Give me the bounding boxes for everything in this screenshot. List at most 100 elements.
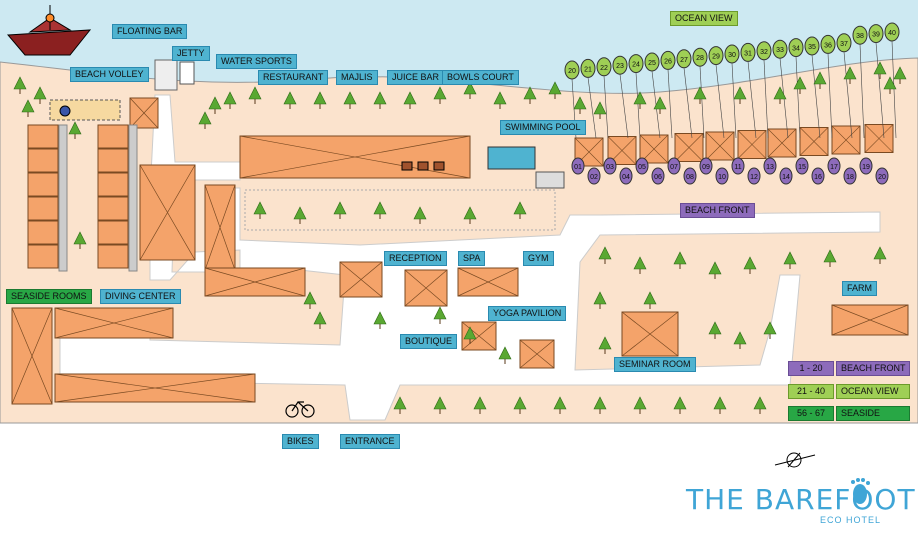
tree-icon [343,91,357,109]
ocean-view-number: 35 [804,36,821,139]
tree-icon [413,206,427,224]
tree-icon [393,396,407,414]
ocean-view-number: 24 [628,54,644,139]
seaside-room [97,172,129,197]
beach-front-number: 11 [731,157,745,175]
tree-icon [793,76,807,94]
gym-label: GYM [523,251,554,266]
beach-front-number: 16 [811,167,825,185]
jetty-label: JETTY [172,46,210,61]
tree-icon [883,76,897,94]
tree-icon [633,396,647,414]
seminar-building [621,311,679,357]
svg-text:17: 17 [830,164,838,171]
spa-building [457,267,519,297]
legend-name-seaside: SEASIDE [836,406,910,421]
tree-icon [523,86,537,104]
diving-center-building [139,164,196,261]
floating-bar-boat [6,5,92,56]
beach-front-number: 13 [763,157,777,175]
tree-icon [593,101,607,119]
ocean-view-number: 36 [820,34,836,139]
seaside-room [27,148,59,173]
tree-icon [773,86,787,104]
tree-icon [513,396,527,414]
beach-front-number: 02 [587,167,601,185]
logo-title: THE BAREFOOT [686,483,916,516]
swimming-pool-label: SWIMMING POOL [500,120,586,135]
svg-text:21: 21 [584,66,592,73]
tree-icon [463,326,477,344]
ocean-view-number: 21 [580,58,597,139]
seaside-rooms-label: SEASIDE ROOMS [6,289,92,304]
tree-icon [708,261,722,279]
svg-text:30: 30 [728,52,736,59]
ocean-view-number: 31 [740,42,757,139]
beach-front-number: 12 [747,167,761,185]
tree-icon [598,336,612,354]
diving-center-label: DIVING CENTER [100,289,181,304]
tree-icon [673,396,687,414]
floating-bar-label: FLOATING BAR [112,24,188,39]
svg-text:34: 34 [792,46,800,53]
ocean-view-number: 38 [852,25,868,139]
reception-label: RECEPTION [384,251,447,266]
svg-text:27: 27 [680,57,688,64]
tree-icon [823,249,837,267]
legend-name-beach-front: BEACH FRONT [836,361,910,376]
seaside-room [97,244,129,269]
seaside-room [27,244,59,269]
beach-front-number: 03 [603,157,617,175]
bikes-label: BIKES [282,434,319,449]
beach-front-number: 06 [651,167,665,185]
svg-text:05: 05 [638,164,646,171]
tree-icon [553,396,567,414]
svg-text:12: 12 [750,174,758,181]
long-block-1 [204,267,306,297]
spa-label: SPA [458,251,486,266]
tree-icon [753,396,767,414]
beach-volley-hut [129,97,159,129]
beach-front-number: 14 [779,167,793,185]
ocean-view-number: 37 [836,33,853,139]
svg-text:39: 39 [872,32,880,39]
tree-icon [33,86,47,104]
beach-front-label: BEACH FRONT [680,203,755,218]
beach-front-number: 08 [683,167,697,185]
tree-icon [13,76,27,94]
svg-text:24: 24 [632,62,640,69]
svg-text:04: 04 [622,174,630,181]
bike-icon [285,401,315,418]
svg-text:19: 19 [862,164,870,171]
seaside-block-2 [54,373,256,403]
beach-front-number: 20 [875,167,889,185]
tree-icon [198,111,212,129]
svg-text:18: 18 [846,174,854,181]
seaside-block-left [11,307,53,405]
boutique-label: BOUTIQUE [400,334,458,349]
svg-text:28: 28 [696,55,704,62]
large-block [204,184,236,271]
tree-icon [303,291,317,309]
svg-text:01: 01 [574,164,582,171]
tree-icon [873,61,887,79]
svg-text:08: 08 [686,174,694,181]
seminar-room-label: SEMINAR ROOM [614,357,696,372]
legend-name-ocean-view: OCEAN VIEW [836,384,910,399]
svg-text:31: 31 [744,50,752,57]
buildings [11,97,909,405]
seaside-room [97,196,129,221]
svg-text:20: 20 [568,68,576,75]
tree-icon [403,91,417,109]
beach-front-number: 09 [699,157,713,175]
tree-icon [743,256,757,274]
tree-icon [708,321,722,339]
tree-icon [813,71,827,89]
tree-icon [373,311,387,329]
seaside-room [97,220,129,245]
tree-icon [313,311,327,329]
seaside-room [27,196,59,221]
bowls-court [244,189,556,231]
beach-front-number: 10 [715,167,729,185]
